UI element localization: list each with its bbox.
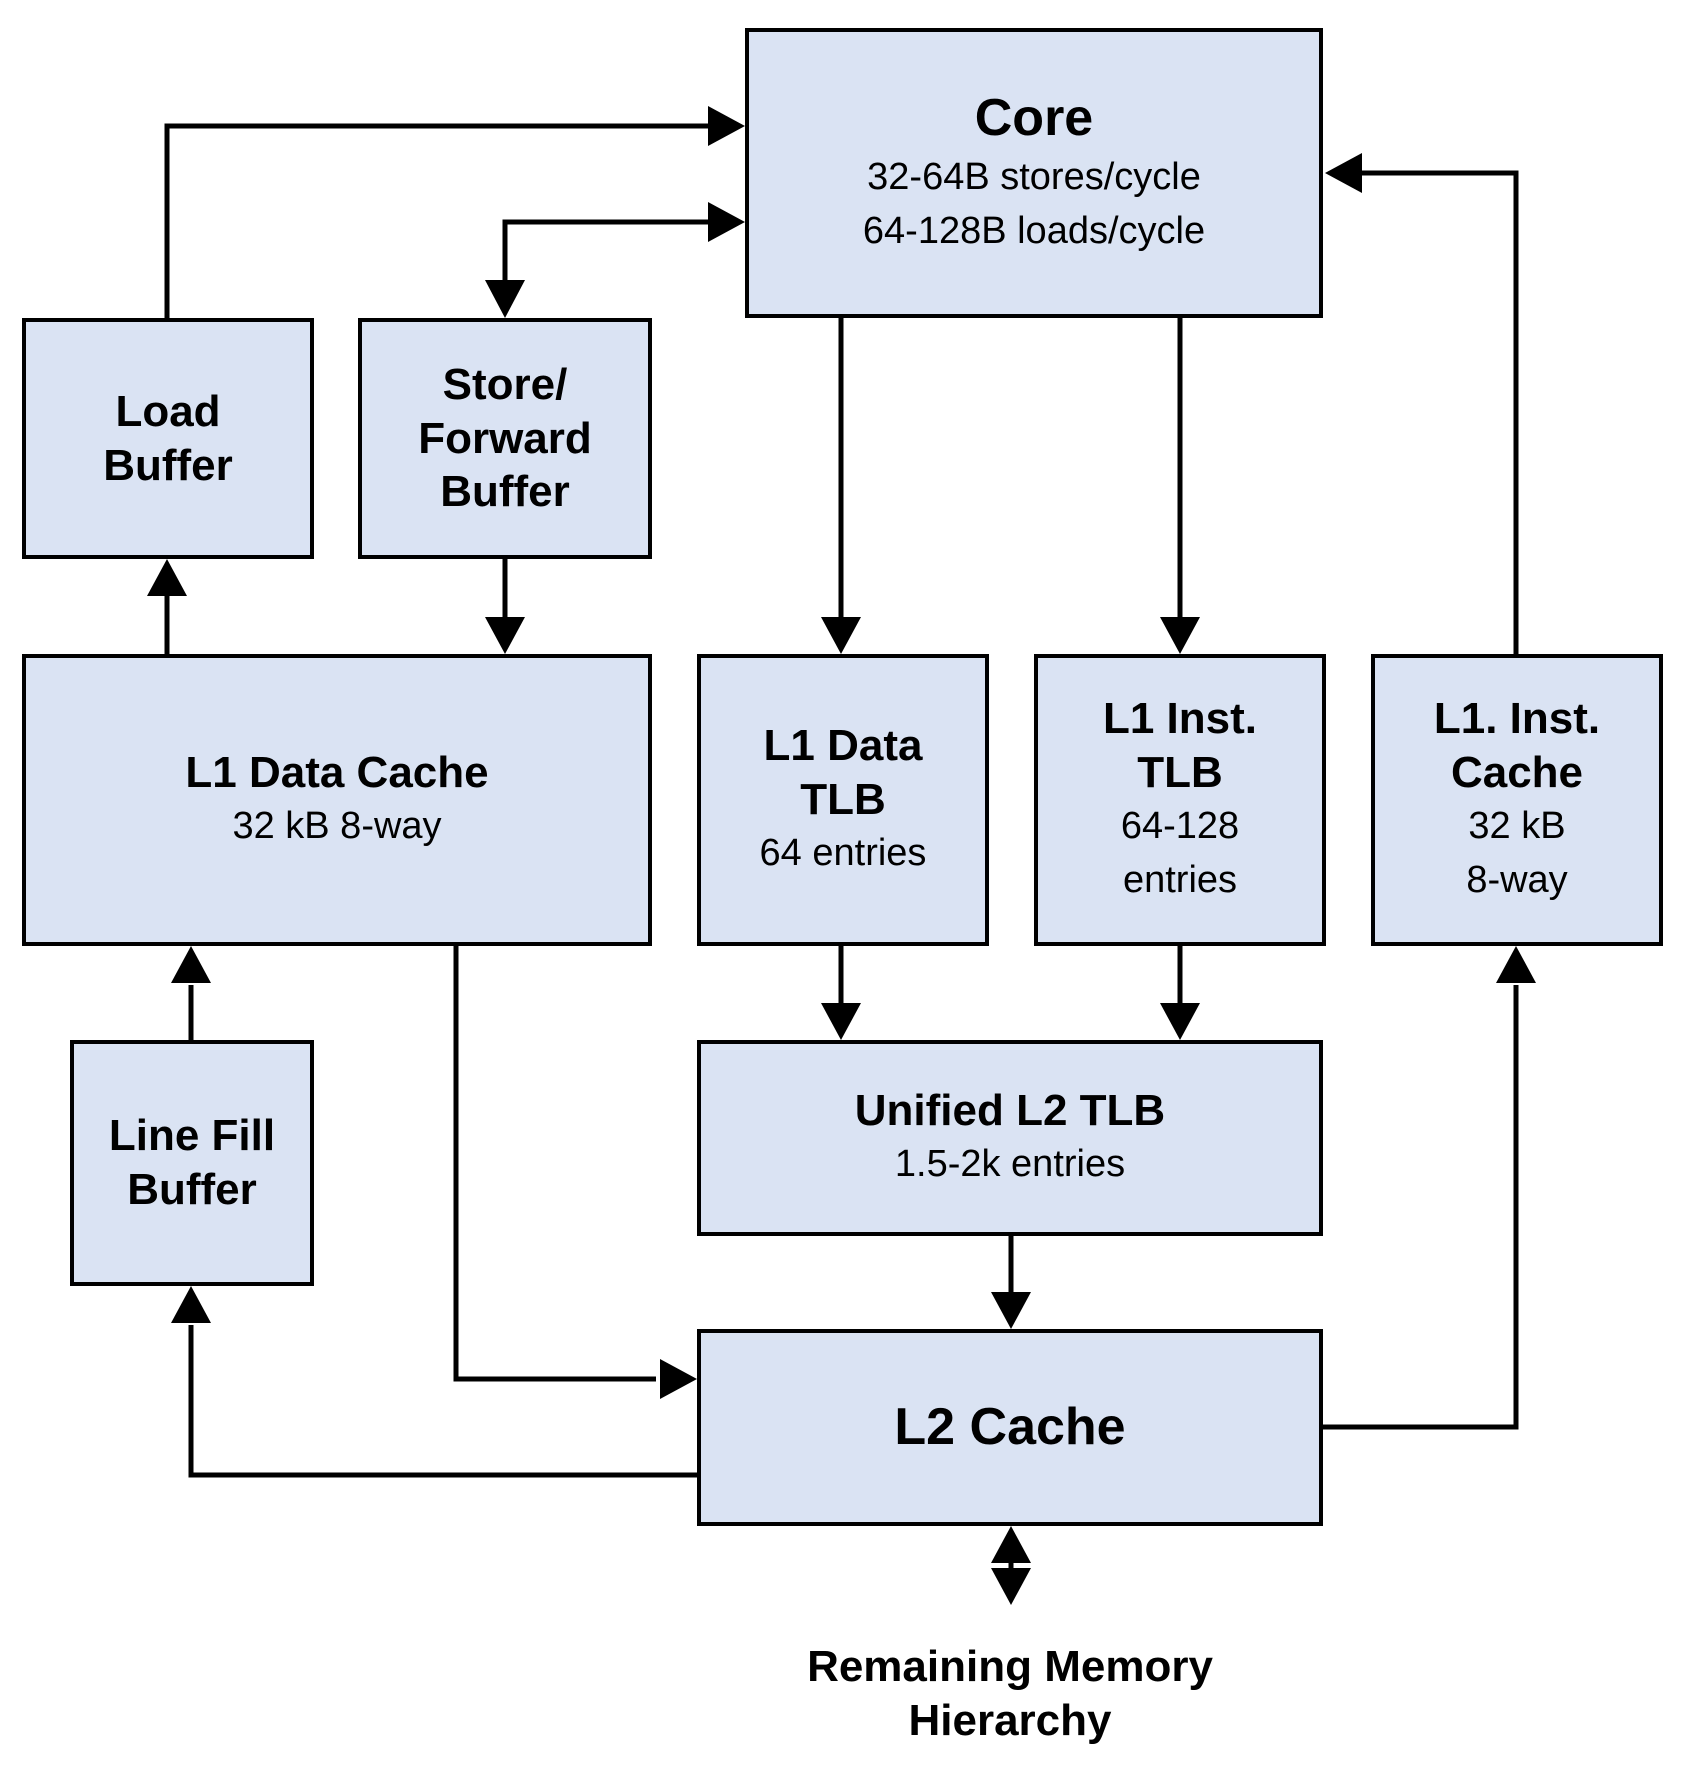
line-fill-buffer-title-2: Buffer — [127, 1165, 257, 1214]
l1-inst-cache-title-2: Cache — [1450, 748, 1584, 798]
l1-inst-tlb-title-2: TLB — [1137, 748, 1223, 798]
line-fill-buffer-box: Line Fill Buffer — [70, 1040, 314, 1286]
l1-inst-tlb-box: L1 Inst. TLB 64-128 entries — [1034, 654, 1326, 946]
edge-l2-cache-to-line-fill-buffer — [188, 1325, 697, 1478]
arrowhead-into-load-buffer — [147, 559, 187, 596]
store-forward-buffer-title-1: Store/ — [442, 359, 568, 409]
arrowhead-into-l1-data-cache-from-line-fill — [171, 946, 211, 983]
load-buffer-box: Load Buffer — [22, 318, 314, 559]
load-buffer-title-1: Load — [115, 386, 221, 436]
core-title: Core — [974, 89, 1094, 148]
l1-inst-cache-title-1: L1. Inst. — [1433, 694, 1601, 744]
edge-l1-data-cache-to-l2-cache — [453, 946, 656, 1382]
l1-data-cache-detail: 32 kB 8-way — [232, 804, 442, 847]
arrowhead-into-l1-inst-tlb — [1160, 617, 1200, 654]
load-buffer-title-2: Buffer — [103, 440, 233, 490]
l1-data-tlb-title-1: L1 Data — [763, 721, 923, 771]
arrowhead-into-l2-cache-from-l2-tlb — [991, 1292, 1031, 1329]
unified-l2-tlb-box: Unified L2 TLB 1.5-2k entries — [697, 1040, 1323, 1236]
edge-l1-inst-cache-to-core — [1360, 170, 1519, 654]
l1-inst-tlb-detail-2: entries — [1122, 858, 1238, 901]
core-line-1: 32-64B stores/cycle — [867, 155, 1201, 198]
arrowhead-into-core-from-store-buffer — [708, 202, 745, 242]
remaining-memory-title-2: Hierarchy — [908, 1696, 1112, 1745]
l1-data-tlb-box: L1 Data TLB 64 entries — [697, 654, 989, 946]
l1-inst-tlb-title-1: L1 Inst. — [1102, 694, 1258, 744]
arrowhead-into-l2-tlb-from-data-tlb — [821, 1003, 861, 1040]
arrowhead-into-core-from-l1-inst-cache — [1325, 153, 1362, 193]
unified-l2-tlb-title: Unified L2 TLB — [854, 1086, 1166, 1136]
arrowhead-into-line-fill-buffer — [171, 1286, 211, 1323]
arrowhead-into-l1-data-cache-from-store-buffer — [485, 617, 525, 654]
remaining-memory-label: Remaining Memory Hierarchy — [690, 1628, 1330, 1760]
arrowhead-into-l2-tlb-from-inst-tlb — [1160, 1003, 1200, 1040]
arrowhead-into-store-forward-buffer — [485, 280, 525, 318]
l1-inst-cache-box: L1. Inst. Cache 32 kB 8-way — [1371, 654, 1663, 946]
l1-data-cache-title: L1 Data Cache — [185, 748, 489, 798]
l1-data-tlb-detail: 64 entries — [759, 831, 927, 874]
arrowhead-into-l2-cache-from-memory — [991, 1526, 1031, 1563]
core-line-2: 64-128B loads/cycle — [862, 209, 1206, 252]
store-forward-buffer-title-2: Forward — [418, 413, 592, 463]
arrowhead-into-core-from-load-buffer — [708, 106, 745, 146]
arrowhead-into-l1-inst-cache — [1496, 946, 1536, 983]
edge-load-buffer-to-core — [164, 123, 715, 318]
line-fill-buffer-title-1: Line Fill — [108, 1111, 276, 1161]
l1-inst-tlb-detail-1: 64-128 — [1120, 804, 1240, 847]
l2-cache-box: L2 Cache — [697, 1329, 1323, 1526]
arrowhead-into-remaining-memory — [991, 1568, 1031, 1605]
remaining-memory-title-1: Remaining Memory — [807, 1642, 1213, 1692]
l1-inst-cache-detail-1: 32 kB — [1468, 804, 1566, 847]
core-box: Core 32-64B stores/cycle 64-128B loads/c… — [745, 28, 1323, 318]
l2-cache-title: L2 Cache — [894, 1397, 1126, 1456]
store-forward-buffer-title-3: Buffer — [440, 467, 570, 517]
l1-data-tlb-title-2: TLB — [800, 775, 886, 825]
arrowhead-into-l1-data-tlb — [821, 617, 861, 654]
edge-l2-cache-to-l1-inst-cache — [1323, 985, 1519, 1430]
edge-core-store-forward-buffer — [502, 219, 715, 280]
l1-inst-cache-detail-2: 8-way — [1466, 858, 1568, 901]
l1-data-cache-box: L1 Data Cache 32 kB 8-way — [22, 654, 652, 946]
arrowhead-into-l2-cache-from-l1-data-cache — [660, 1359, 697, 1399]
store-forward-buffer-box: Store/ Forward Buffer — [358, 318, 652, 559]
unified-l2-tlb-detail: 1.5-2k entries — [894, 1142, 1126, 1185]
